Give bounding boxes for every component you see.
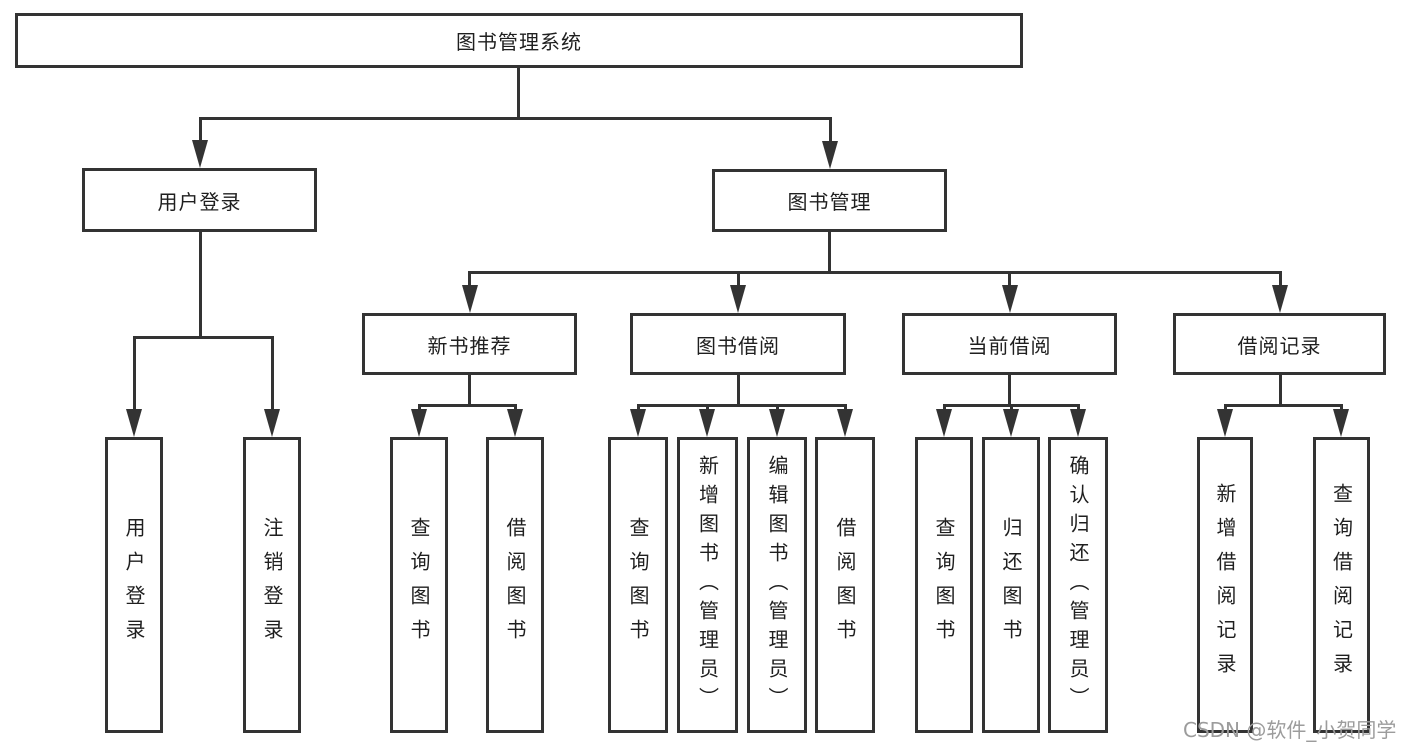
- leaf-add-borrow-record-label: 新增借阅记录: [1213, 483, 1237, 687]
- leaf-query-books-recommend: 查询图书: [390, 437, 448, 733]
- connector-book-borrow-feed: [737, 375, 740, 407]
- connector-borrow-records-feed: [1279, 375, 1282, 407]
- arrow-down-icon: [1070, 409, 1086, 437]
- arrow-down-icon: [699, 409, 715, 437]
- arrow-down-icon: [822, 141, 838, 169]
- connector-new-book-bar: [418, 404, 517, 407]
- leaf-query-borrow-record: 查询借阅记录: [1313, 437, 1370, 733]
- leaf-add-book-admin-label: 新增图书（管理员）: [695, 454, 720, 716]
- leaf-user-login: 用户登录: [105, 437, 163, 733]
- connector-drop-new-book: [468, 271, 471, 291]
- leaf-query-borrow-record-label: 查询借阅记录: [1329, 483, 1354, 687]
- arrow-down-icon: [769, 409, 785, 437]
- leaf-query-books-borrowing: 查询图书: [608, 437, 668, 733]
- connector-drop-user-login: [199, 117, 202, 146]
- arrow-down-icon: [936, 409, 952, 437]
- connector-book-mgmt-bar: [468, 271, 1282, 274]
- node-book-management-label: 图书管理: [787, 190, 872, 214]
- node-current-borrowing: 当前借阅: [902, 313, 1117, 375]
- connector-new-book-feed: [468, 375, 471, 407]
- connector-drop-leaf: [133, 336, 136, 415]
- leaf-borrow-books-borrowing: 借阅图书: [815, 437, 875, 733]
- node-borrowing-records-label: 借阅记录: [1237, 333, 1322, 358]
- node-new-book-recommend: 新书推荐: [362, 313, 577, 375]
- leaf-query-books-current-label: 查询图书: [932, 517, 956, 653]
- leaf-edit-book-admin: 编辑图书（管理员）: [747, 437, 807, 733]
- arrow-down-icon: [1002, 285, 1018, 313]
- arrow-down-icon: [1217, 409, 1233, 437]
- leaf-user-login-label: 用户登录: [122, 517, 146, 653]
- node-current-borrowing-label: 当前借阅: [967, 333, 1052, 358]
- connector-drop-book-borrow: [737, 271, 740, 291]
- node-new-book-recommend-label: 新书推荐: [427, 333, 512, 358]
- arrow-down-icon: [1272, 285, 1288, 313]
- connector-drop-book-mgmt: [829, 117, 832, 147]
- connector-user-login-bar: [133, 336, 274, 339]
- node-borrowing-records: 借阅记录: [1173, 313, 1386, 375]
- arrow-down-icon: [730, 285, 746, 313]
- connector-drop-current-borrow: [1008, 271, 1011, 291]
- leaf-logout-login-label: 注销登录: [260, 517, 284, 653]
- connector-borrow-records-bar: [1224, 404, 1343, 407]
- leaf-return-books-label: 归还图书: [999, 517, 1023, 653]
- arrow-down-icon: [264, 409, 280, 437]
- connector-drop-borrow-records: [1279, 271, 1282, 291]
- connector-user-login-feed: [199, 232, 202, 339]
- arrow-down-icon: [411, 409, 427, 437]
- node-book-borrowing: 图书借阅: [630, 313, 846, 375]
- csdn-watermark: CSDN @软件_小贺同学: [1183, 718, 1397, 742]
- leaf-add-borrow-record: 新增借阅记录: [1197, 437, 1253, 733]
- leaf-borrow-books-recommend-label: 借阅图书: [503, 517, 527, 653]
- connector-book-mgmt-feed: [828, 232, 831, 274]
- arrow-down-icon: [1333, 409, 1349, 437]
- connector-root-feed: [517, 68, 520, 120]
- arrow-down-icon: [462, 285, 478, 313]
- leaf-add-book-admin: 新增图书（管理员）: [677, 437, 738, 733]
- arrow-down-icon: [507, 409, 523, 437]
- arrow-down-icon: [1003, 409, 1019, 437]
- node-library-system: 图书管理系统: [15, 13, 1023, 68]
- node-library-system-label: 图书管理系统: [456, 30, 582, 54]
- leaf-confirm-return-admin: 确认归还（管理员）: [1048, 437, 1108, 733]
- leaf-borrow-books-recommend: 借阅图书: [486, 437, 544, 733]
- arrow-down-icon: [126, 409, 142, 437]
- connector-root-bar: [199, 117, 832, 120]
- leaf-query-books-current: 查询图书: [915, 437, 973, 733]
- leaf-return-books: 归还图书: [982, 437, 1040, 733]
- node-book-borrowing-label: 图书借阅: [696, 333, 780, 358]
- node-user-login-label: 用户登录: [157, 189, 242, 214]
- connector-current-borrow-feed: [1008, 375, 1011, 407]
- leaf-borrow-books-borrowing-label: 借阅图书: [833, 517, 857, 653]
- connector-drop-leaf: [271, 336, 274, 415]
- node-book-management: 图书管理: [712, 169, 947, 232]
- leaf-query-books-borrowing-label: 查询图书: [626, 517, 650, 653]
- node-user-login: 用户登录: [82, 168, 317, 232]
- connector-book-borrow-bar: [637, 404, 847, 407]
- leaf-query-books-recommend-label: 查询图书: [407, 517, 431, 653]
- leaf-edit-book-admin-label: 编辑图书（管理员）: [765, 454, 789, 716]
- leaf-logout-login: 注销登录: [243, 437, 301, 733]
- arrow-down-icon: [630, 409, 646, 437]
- leaf-confirm-return-admin-label: 确认归还（管理员）: [1066, 454, 1090, 716]
- arrow-down-icon: [837, 409, 853, 437]
- arrow-down-icon: [192, 140, 208, 168]
